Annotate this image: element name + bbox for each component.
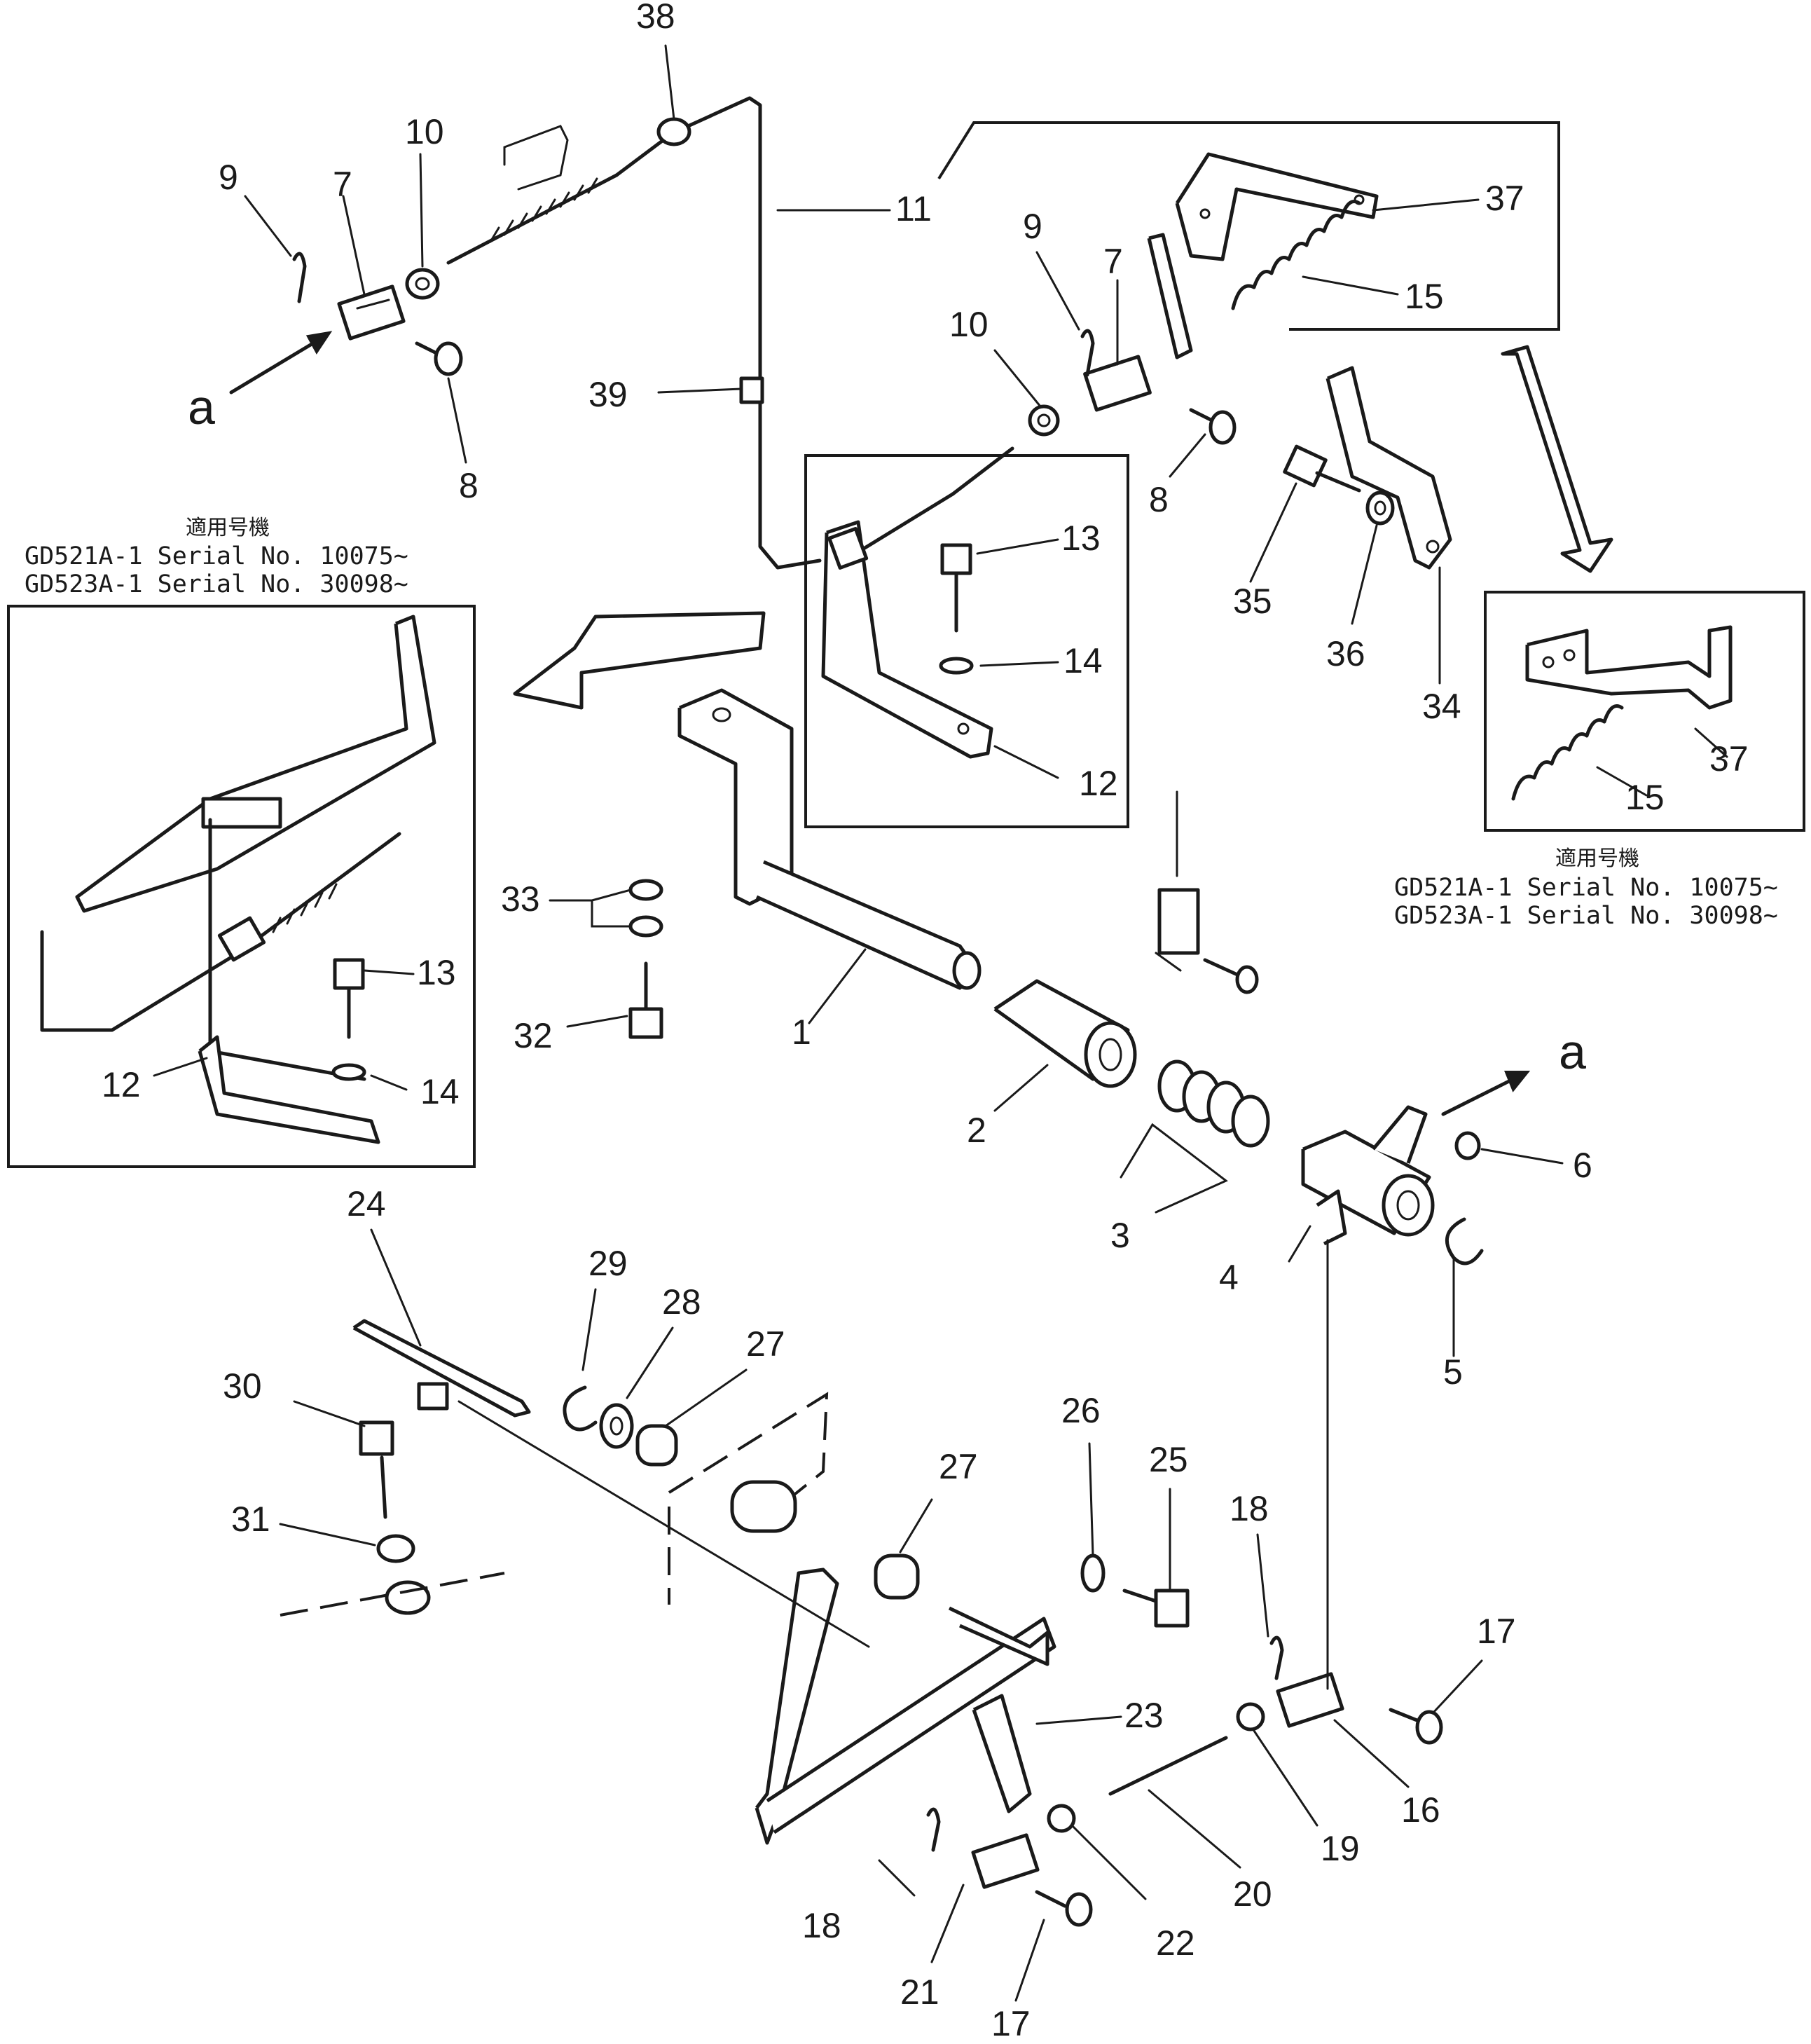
callout-18: 18 — [1230, 1489, 1269, 1528]
callout-13-inset: 13 — [417, 953, 456, 992]
callout-8: 8 — [459, 466, 478, 505]
callout-9-right: 9 — [1023, 207, 1042, 246]
callout-30: 30 — [223, 1366, 262, 1406]
callout-27: 27 — [746, 1324, 785, 1364]
cable-bracket-center — [804, 446, 1129, 828]
callout-36: 36 — [1326, 634, 1365, 673]
callout-17: 17 — [1477, 1612, 1516, 1651]
callout-9: 9 — [219, 158, 238, 197]
leader-lines — [153, 44, 1728, 2002]
applicability-note-right: 適用号機 GD521A-1 Serial No. 10075~ GD523A-1… — [1394, 846, 1778, 930]
reference-marker-a-left: a — [188, 380, 215, 434]
callout-37-inset: 37 — [1709, 739, 1749, 778]
applicability-note-left: 適用号機 GD521A-1 Serial No. 10075~ GD523A-1… — [25, 516, 408, 598]
callout-6: 6 — [1573, 1146, 1592, 1185]
callout-10: 10 — [405, 112, 444, 151]
callout-10-right: 10 — [949, 305, 989, 344]
inset-right — [1484, 591, 1805, 832]
callout-33: 33 — [501, 879, 540, 919]
callout-12: 12 — [1079, 764, 1118, 803]
callout-31: 31 — [231, 1500, 270, 1539]
callout-38: 38 — [636, 0, 675, 36]
inset-left — [7, 605, 766, 1168]
callout-29: 29 — [588, 1244, 628, 1283]
callout-37: 37 — [1485, 179, 1524, 218]
callout-20: 20 — [1233, 1874, 1272, 1914]
pedal-assembly — [280, 1239, 1443, 1927]
callout-14-inset: 14 — [420, 1072, 460, 1111]
callout-32: 32 — [514, 1016, 553, 1055]
callout-2: 2 — [967, 1111, 986, 1150]
callout-15: 15 — [1405, 277, 1444, 316]
callout-26: 26 — [1061, 1391, 1101, 1430]
cable-end-left — [229, 96, 822, 570]
callout-14: 14 — [1063, 641, 1103, 680]
callout-labels: 38 10 7 9 a 8 11 39 9 7 10 8 37 15 35 36… — [102, 0, 1749, 2043]
reference-marker-a-right: a — [1559, 1024, 1586, 1079]
callout-1: 1 — [792, 1013, 811, 1052]
callout-7: 7 — [333, 165, 352, 204]
callout-5: 5 — [1443, 1352, 1463, 1392]
callout-15-inset: 15 — [1625, 778, 1665, 817]
callout-4: 4 — [1219, 1258, 1239, 1297]
callout-17-lower: 17 — [991, 2004, 1031, 2043]
callout-35: 35 — [1233, 582, 1272, 621]
applicability-heading-right: 適用号機 — [1555, 846, 1639, 871]
callout-18-lower: 18 — [802, 1906, 841, 1945]
callout-27-lower: 27 — [939, 1447, 978, 1486]
shaft-assembly — [628, 688, 1531, 1266]
callout-19: 19 — [1321, 1829, 1360, 1868]
spring-bracket-group — [937, 121, 1613, 573]
callout-25: 25 — [1149, 1440, 1188, 1479]
callout-8-right: 8 — [1149, 480, 1169, 519]
callout-23: 23 — [1124, 1696, 1164, 1735]
applicability-line1-right: GD521A-1 Serial No. 10075~ — [1394, 874, 1778, 902]
callout-22: 22 — [1156, 1923, 1195, 1963]
callout-11: 11 — [895, 189, 932, 228]
callout-16: 16 — [1401, 1790, 1440, 1830]
callout-3: 3 — [1110, 1216, 1130, 1255]
callout-7-right: 7 — [1103, 242, 1123, 281]
applicability-line2-left: GD523A-1 Serial No. 30098~ — [25, 570, 408, 598]
callout-13: 13 — [1061, 519, 1101, 558]
callout-34: 34 — [1422, 687, 1461, 726]
applicability-heading-left: 適用号機 — [186, 516, 270, 540]
callout-12-inset: 12 — [102, 1065, 141, 1104]
applicability-line1-left: GD521A-1 Serial No. 10075~ — [25, 542, 408, 570]
callout-28: 28 — [662, 1282, 701, 1322]
callout-39: 39 — [588, 375, 628, 414]
callout-21: 21 — [900, 1973, 939, 2012]
callout-24: 24 — [347, 1184, 386, 1223]
applicability-line2-right: GD523A-1 Serial No. 30098~ — [1394, 902, 1778, 930]
